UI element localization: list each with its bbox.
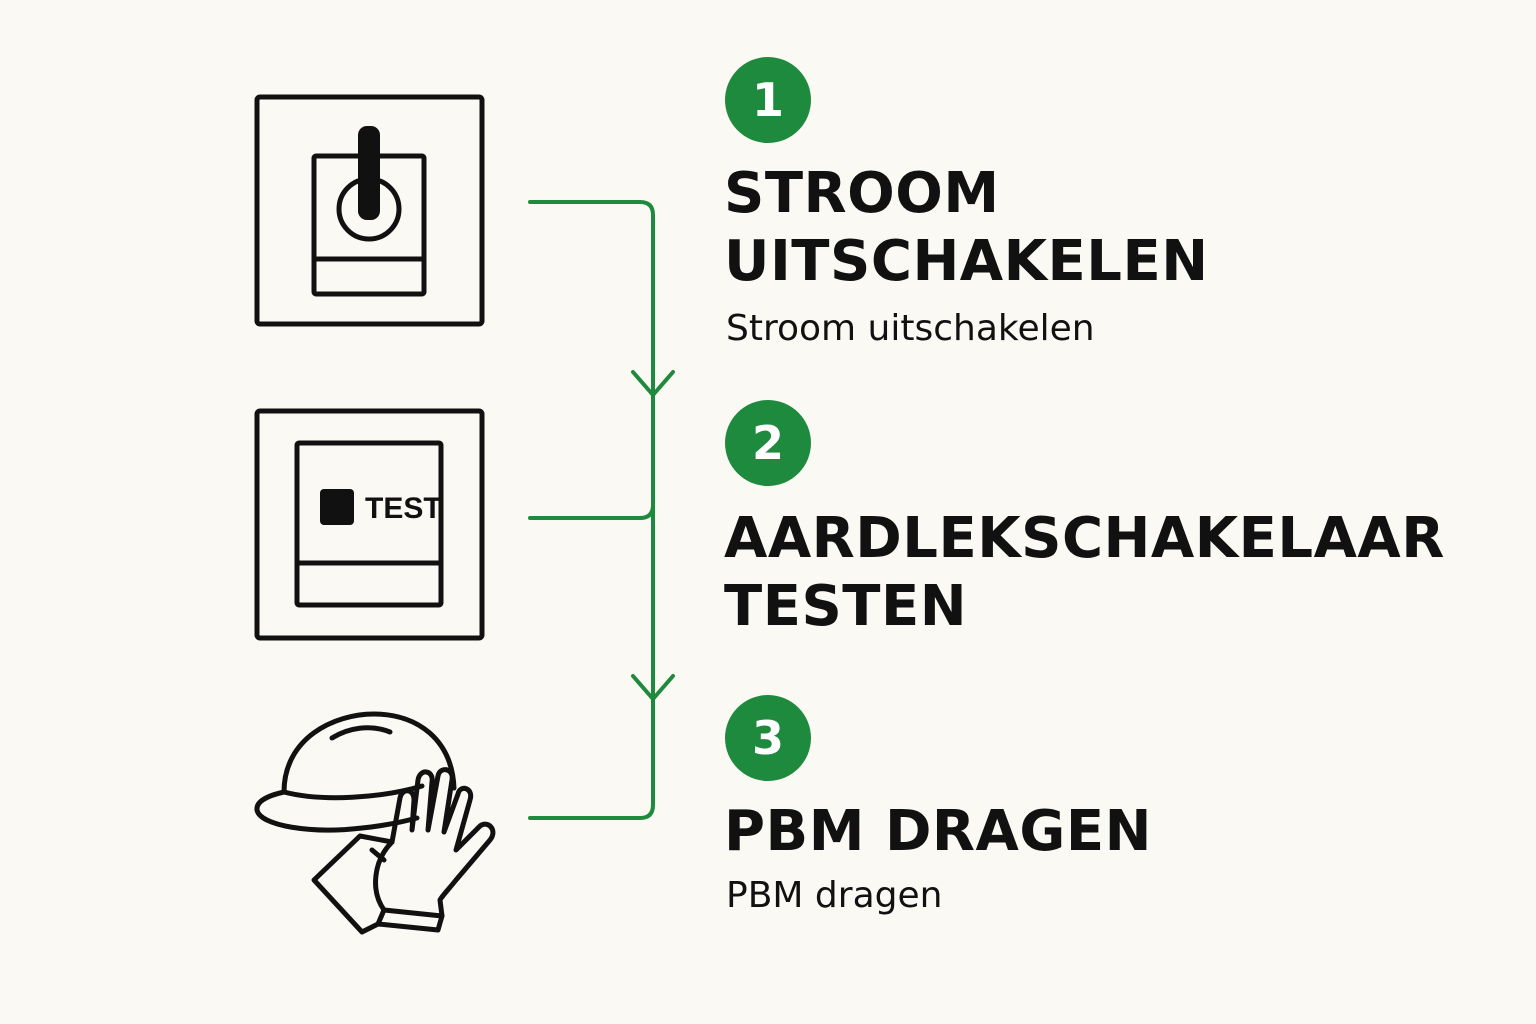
step-1-title-line-2: UITSCHAKELEN — [724, 229, 1209, 294]
arrow-head-1 — [631, 370, 675, 397]
arrow-head-2 — [631, 674, 675, 701]
test-label: TEST — [365, 492, 442, 525]
step-2-title-line-2: TESTEN — [724, 574, 968, 639]
step-1-icon-wrap — [254, 94, 486, 332]
step-1-subtitle: Stroom uitschakelen — [726, 308, 1095, 349]
test-button-square — [320, 489, 354, 525]
step-3-subtitle: PBM dragen — [726, 875, 943, 916]
step-3-title: PBM DRAGEN — [724, 799, 1152, 864]
step-2-title-line-1: AARDLEKSCHAKELAAR — [724, 506, 1445, 571]
connector-step-2 — [528, 503, 655, 520]
step-3-number-badge: 3 — [725, 695, 811, 781]
rcd-test-icon: TEST — [254, 408, 485, 641]
step-2-icon-wrap: TEST — [254, 408, 486, 646]
step-2-number-badge: 2 — [725, 400, 811, 486]
power-switch-icon — [254, 94, 485, 327]
step-3-icon-wrap — [252, 710, 498, 942]
step-1-number-badge: 1 — [725, 57, 811, 143]
helmet-gloves-icon — [254, 711, 496, 935]
connector-main-line — [528, 393, 655, 820]
connector-step-1 — [528, 200, 655, 397]
step-1-title-line-1: STROOM — [724, 161, 1000, 226]
